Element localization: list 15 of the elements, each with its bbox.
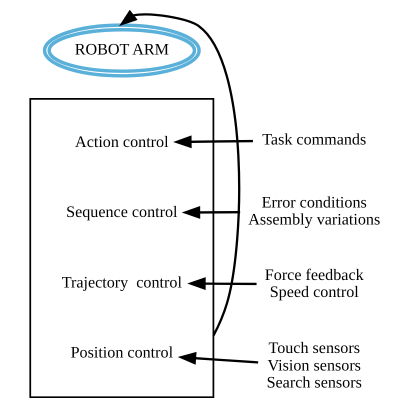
arrow xyxy=(177,351,258,364)
node-text: Error conditions Assembly variations xyxy=(248,194,380,228)
node-text: Action control xyxy=(74,133,168,150)
arrow xyxy=(118,9,240,336)
node-text: Trajectory control xyxy=(61,274,182,291)
node-text: Sequence control xyxy=(66,204,178,221)
node-text: Force feedback Speed control xyxy=(264,266,364,301)
node-ellipse: ROBOT ARM xyxy=(42,22,200,78)
arrow xyxy=(181,205,240,218)
arrow xyxy=(172,134,252,148)
cluster xyxy=(28,97,214,398)
arrow xyxy=(186,276,256,290)
node-text: Task commands xyxy=(262,131,366,148)
node-text: Touch sensors Vision sensors Search sensors xyxy=(266,340,362,392)
node-text: Position control xyxy=(70,344,173,362)
